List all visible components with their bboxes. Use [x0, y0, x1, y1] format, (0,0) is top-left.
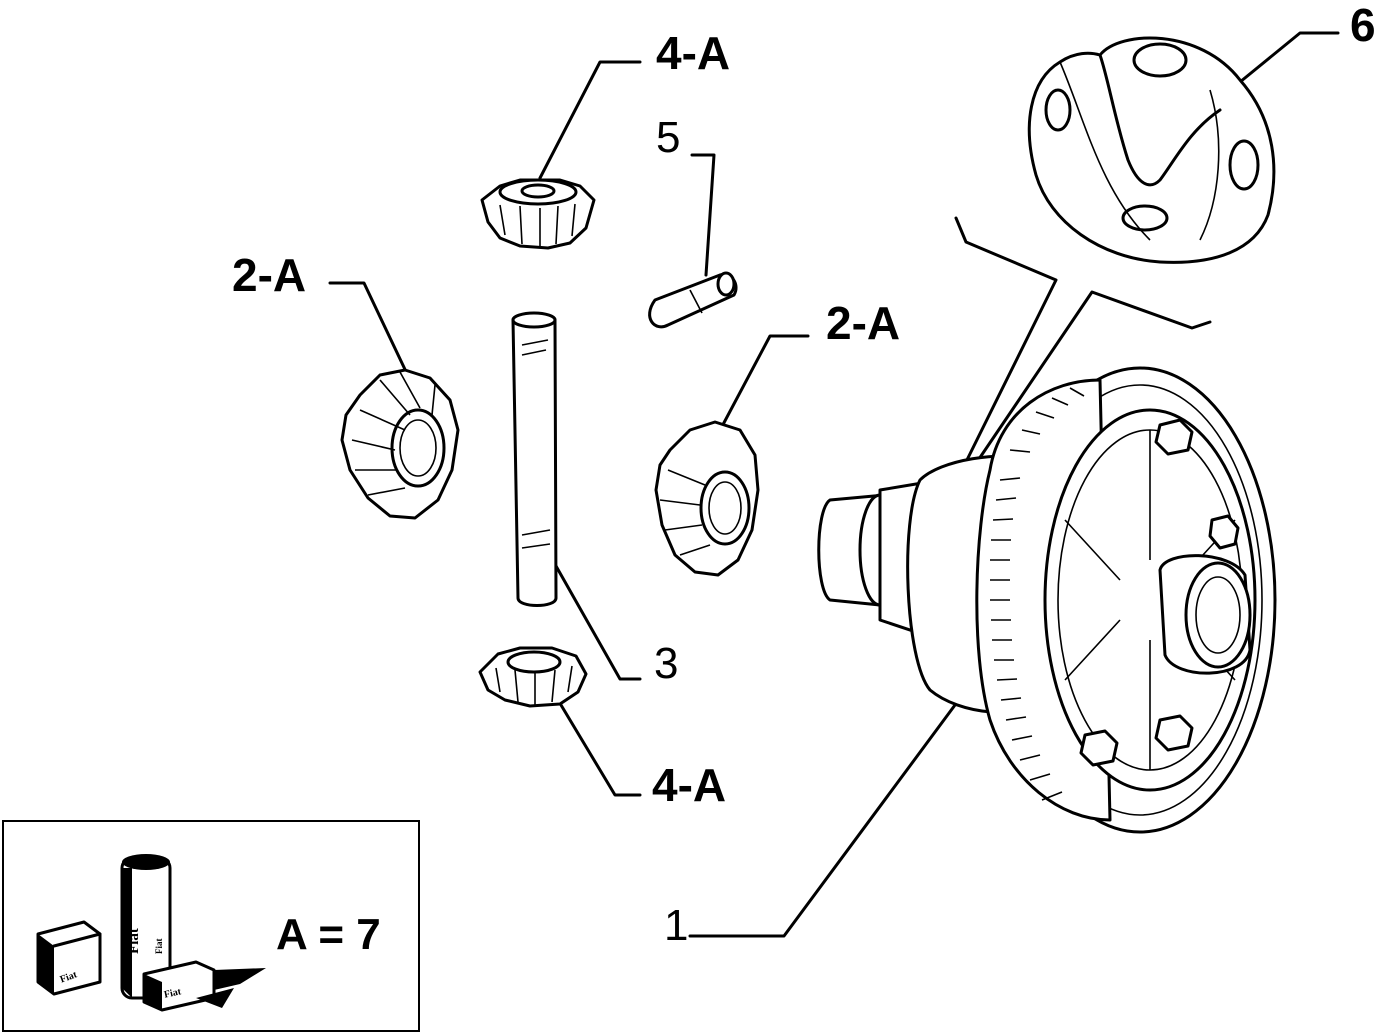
leader-5	[690, 153, 716, 277]
legend-box: Fiat Fiat Fiat Fiat A = 7	[2, 820, 420, 1032]
label-part-1: 1	[664, 901, 689, 950]
fiat-product-icon	[36, 854, 266, 1012]
leader-2a-left	[328, 281, 412, 382]
bracket-line-b	[956, 290, 1212, 492]
leader-4a-bottom	[556, 698, 642, 797]
part-5-pin	[648, 271, 738, 329]
part-4a-bottom-pinion	[478, 646, 588, 708]
part-1-differential-carrier	[817, 366, 1277, 834]
part-4a-top-pinion	[480, 178, 596, 250]
leader-lines	[328, 31, 1340, 938]
bracket-line-a	[954, 216, 1058, 472]
leader-3	[554, 564, 642, 681]
leader-4a-top	[538, 60, 642, 180]
label-part-6: 6	[1350, 0, 1374, 51]
legend-tube-label: Fiat	[126, 928, 142, 954]
part-3-shaft	[511, 311, 558, 607]
label-part-4a-bottom: 4-A	[652, 759, 727, 811]
legend-equation: A = 7	[276, 910, 381, 959]
label-part-5: 5	[656, 113, 681, 162]
leader-6	[1238, 31, 1340, 84]
legend-tube-small-label: Fiat	[154, 938, 164, 955]
label-part-2a-right: 2-A	[826, 297, 901, 349]
label-part-3: 3	[654, 639, 679, 688]
part-2a-left-side-gear	[340, 368, 460, 520]
label-part-4a-top: 4-A	[656, 27, 731, 79]
leader-1	[688, 703, 957, 938]
leader-2a-right	[716, 334, 810, 436]
part-6-cross-housing	[1027, 36, 1276, 264]
label-part-2a-left: 2-A	[232, 249, 307, 301]
part-2a-right-side-gear	[654, 420, 760, 577]
